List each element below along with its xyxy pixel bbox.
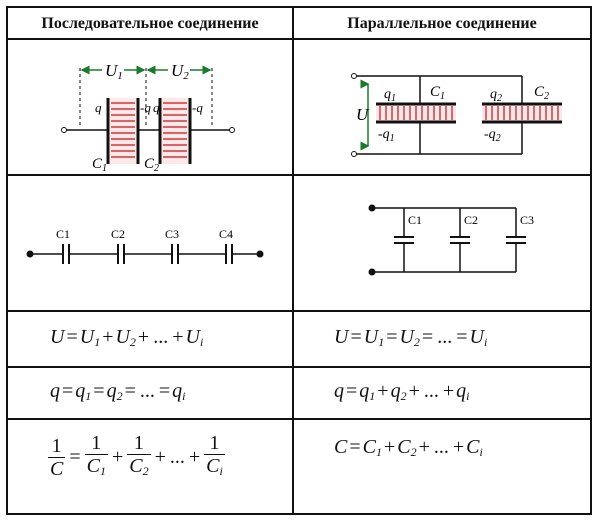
q-left-label: q bbox=[95, 100, 102, 115]
c2-field-lines bbox=[485, 106, 559, 120]
series-c2-label: C2 bbox=[111, 227, 125, 241]
row-divider-2 bbox=[8, 310, 590, 312]
q-mid-label: q bbox=[153, 100, 160, 115]
q2-label: q2 bbox=[490, 87, 502, 104]
series-charge-formula: q=q1=q2=...=qi bbox=[50, 380, 186, 403]
series-c1-label: C1 bbox=[56, 227, 70, 241]
series-header: Последовательное соединение bbox=[41, 15, 259, 32]
column-divider bbox=[292, 8, 294, 513]
parallel-c1-label: C1 bbox=[408, 213, 422, 227]
neg-q-mid-label: -q bbox=[140, 100, 151, 115]
c1-label: C1 bbox=[430, 84, 445, 102]
parallel-c3-label: C3 bbox=[520, 213, 534, 227]
c1-field-lines bbox=[379, 106, 453, 120]
parallel-capacitor-plates bbox=[394, 236, 526, 244]
series-c4-label: C4 bbox=[219, 227, 233, 241]
row-divider-header bbox=[8, 38, 590, 40]
parallel-circuit-diagram: C1 C2 C3 bbox=[368, 204, 534, 276]
parallel-capacitance-formula: C=C1+C2+...+Ci bbox=[334, 436, 483, 459]
row-divider-1 bbox=[8, 174, 590, 176]
series-c3-label: C3 bbox=[165, 227, 179, 241]
parallel-header: Параллельное соединение bbox=[347, 15, 537, 32]
series-circuit-diagram: C1 C2 C3 C4 bbox=[26, 227, 264, 264]
row-divider-3 bbox=[8, 366, 590, 368]
neg-q1-label: -q1 bbox=[378, 127, 395, 144]
series-capacitor-plates bbox=[62, 244, 233, 264]
c2-label: C2 bbox=[534, 84, 549, 102]
u2-label: U2 bbox=[171, 61, 189, 82]
q1-label: q1 bbox=[384, 87, 396, 104]
parallel-c2-label: C2 bbox=[464, 213, 478, 227]
parallel-voltage-formula: U=U1=U2=...=Ui bbox=[334, 326, 488, 349]
c2-label: C2 bbox=[144, 156, 159, 174]
parallel-charge-diagram: U q1 -q1 C1 q2 -q2 bbox=[351, 73, 562, 157]
c1-label: C1 bbox=[92, 156, 107, 174]
neg-q-right-label: -q bbox=[192, 100, 203, 115]
row-divider-4 bbox=[8, 418, 590, 420]
comparison-table: Последовательное соединение Параллельное… bbox=[6, 6, 592, 515]
series-charge-diagram: U1 U2 q -q q -q bbox=[61, 61, 235, 174]
c2-field-lines bbox=[163, 102, 187, 158]
c1-field-lines bbox=[111, 102, 135, 158]
neg-q2-label: -q2 bbox=[484, 127, 501, 144]
u-label: U bbox=[356, 105, 370, 124]
series-voltage-formula: U=U1+U2+...+Ui bbox=[50, 326, 204, 349]
u1-label: U1 bbox=[105, 61, 123, 82]
parallel-charge-formula: q=q1+q2+...+qi bbox=[334, 380, 470, 403]
